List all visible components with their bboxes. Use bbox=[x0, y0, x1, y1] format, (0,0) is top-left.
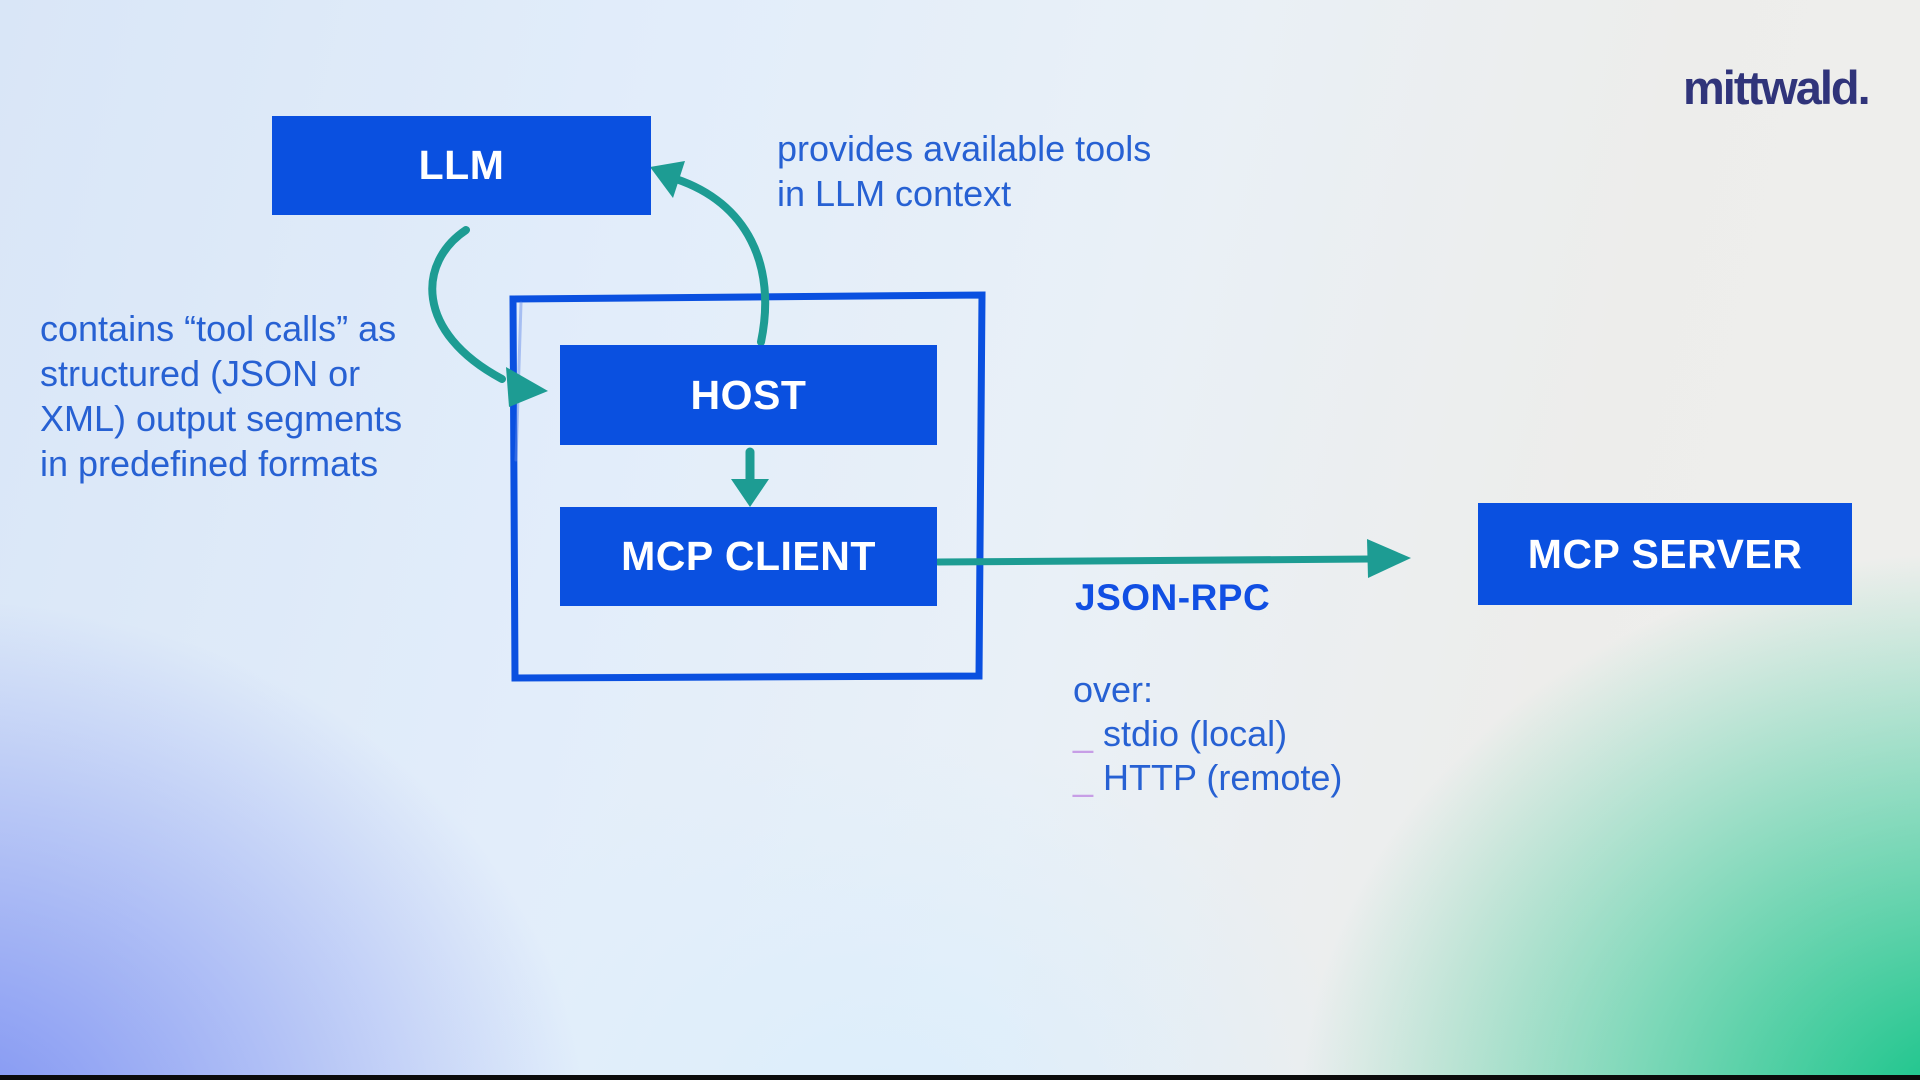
transport-list: over: _stdio (local) _HTTP (remote) bbox=[1073, 668, 1342, 800]
node-llm-label: LLM bbox=[418, 142, 505, 188]
node-host: HOST bbox=[560, 345, 937, 445]
arrow-client-to-server bbox=[934, 539, 1411, 578]
annotation-line: contains “tool calls” as bbox=[40, 308, 397, 349]
transport-item: _stdio (local) bbox=[1073, 713, 1288, 754]
node-mcp-server-label: MCP SERVER bbox=[1527, 530, 1803, 577]
annotation-line: XML) output segments bbox=[40, 398, 403, 439]
mittwald-logo: mittwald. bbox=[1683, 61, 1871, 114]
transport-item: _HTTP (remote) bbox=[1073, 757, 1343, 798]
underscore-bullet: _ bbox=[1073, 757, 1094, 798]
arrow-host-to-client bbox=[731, 447, 769, 507]
node-mcp-client-label: MCP CLIENT bbox=[621, 533, 876, 579]
node-mcp-server: MCP SERVER bbox=[1478, 503, 1852, 605]
annotation-provides-tools: provides available tools in LLM context bbox=[777, 126, 1151, 216]
protocol-label: JSON-RPC bbox=[1075, 577, 1271, 618]
annotation-line: structured (JSON or bbox=[40, 353, 361, 394]
bottom-edge-bar bbox=[0, 1075, 1920, 1080]
annotation-line: in predefined formats bbox=[40, 443, 379, 484]
transport-heading: over: bbox=[1073, 669, 1154, 710]
arrow-llm-to-host bbox=[428, 226, 548, 407]
annotation-tool-calls: contains “tool calls” as structured (JSO… bbox=[40, 306, 402, 486]
annotation-line: provides available tools bbox=[777, 128, 1152, 169]
node-mcp-client: MCP CLIENT bbox=[560, 507, 937, 606]
arrow-host-to-llm bbox=[650, 161, 770, 346]
node-llm: LLM bbox=[272, 116, 651, 215]
underscore-bullet: _ bbox=[1073, 713, 1094, 754]
node-host-label: HOST bbox=[690, 371, 807, 418]
annotation-line: in LLM context bbox=[777, 173, 1012, 214]
